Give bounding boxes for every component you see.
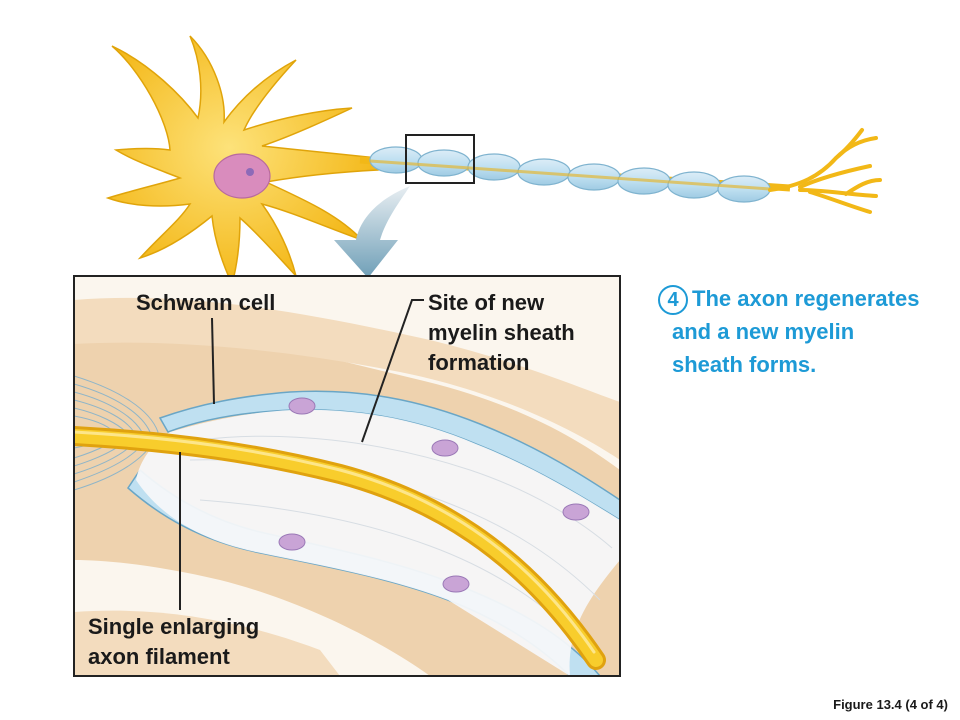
single-axon-label: Single enlarging axon filament	[88, 614, 260, 669]
site-new-myelin-label: Site of new myelin sheath formation	[428, 290, 575, 375]
schwann-nuclei	[278, 397, 590, 593]
figure-caption: Figure 13.4 (4 of 4)	[833, 697, 948, 712]
zoom-arrow	[334, 186, 410, 278]
schwann-cell-label: Schwann cell	[136, 290, 276, 315]
leader-lines	[179, 299, 424, 610]
neuron-cell-body	[105, 35, 379, 287]
step-number-badge: 4	[658, 285, 688, 315]
step-text: The axon regenerates and a new myelin sh…	[672, 286, 920, 377]
zoom-box	[405, 134, 475, 184]
detail-panel	[73, 275, 621, 677]
axon-myelin-segments	[359, 146, 791, 203]
nucleus	[213, 153, 271, 199]
axon-terminal	[768, 128, 882, 214]
